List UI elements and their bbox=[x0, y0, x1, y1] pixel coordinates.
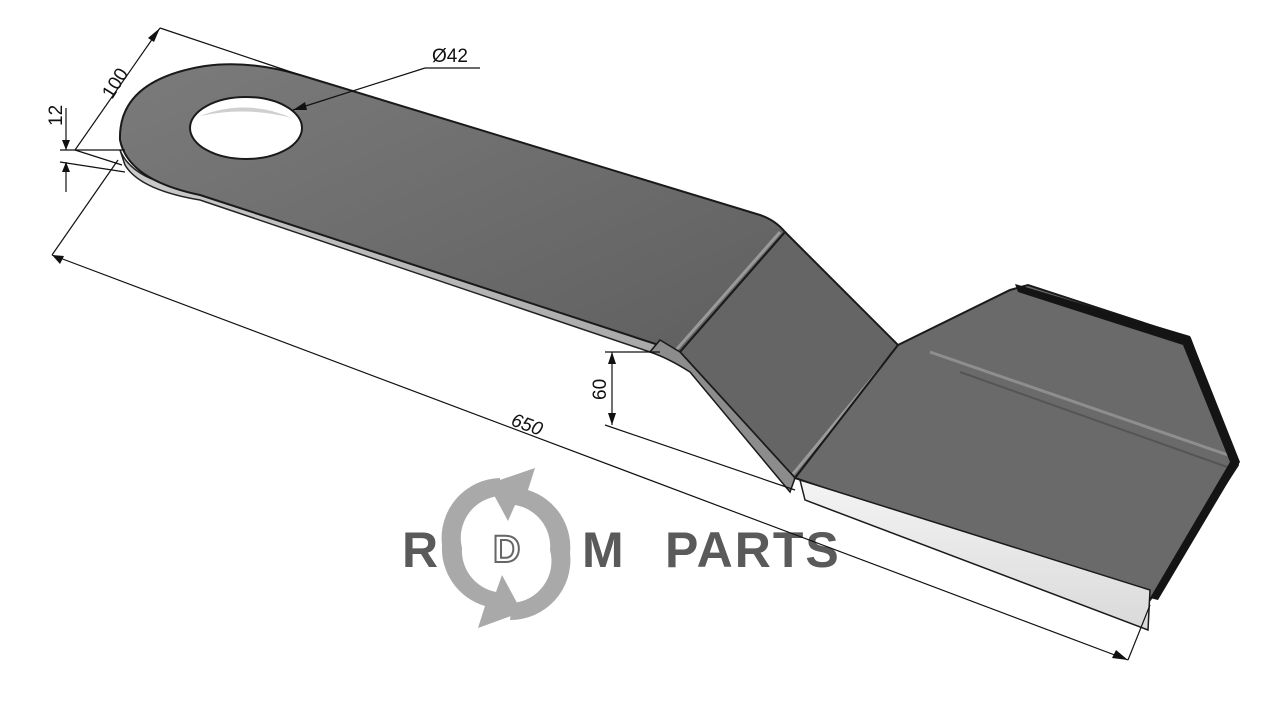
blade-groove bbox=[929, 350, 1229, 457]
dimensions bbox=[51, 27, 1151, 661]
logo-word-parts: PARTS bbox=[665, 522, 841, 578]
blade-crank-side bbox=[648, 339, 796, 494]
blade bbox=[118, 63, 1240, 632]
logo-arrows-icon bbox=[441, 468, 571, 628]
logo-letter-d: D bbox=[493, 529, 520, 571]
logo-letter-r: R bbox=[402, 522, 440, 578]
mounting-hole bbox=[189, 96, 303, 160]
blade-cutting-bevel bbox=[798, 478, 1151, 632]
dim-width-label: 100 bbox=[98, 65, 133, 103]
rdm-parts-logo: R D M PARTS bbox=[402, 468, 841, 628]
dim-hole-label: Ø42 bbox=[432, 46, 468, 67]
mounting-hole-wall bbox=[200, 107, 292, 118]
dim-length-label: 650 bbox=[508, 410, 545, 441]
blade-groove bbox=[959, 371, 1231, 469]
bend-line bbox=[674, 231, 782, 351]
logo-letter-m: M bbox=[582, 522, 626, 578]
dim-offset-label: 60 bbox=[590, 379, 611, 400]
dimension-arrowheads bbox=[52, 28, 1128, 660]
dim-thickness-label: 12 bbox=[46, 105, 67, 126]
